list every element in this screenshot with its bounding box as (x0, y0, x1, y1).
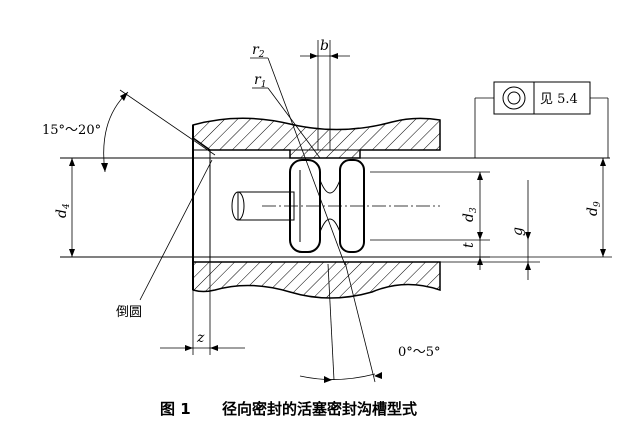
angle-top-leg (119, 89, 216, 156)
r1-label: r1 (254, 72, 266, 90)
r2-leader (267, 57, 346, 266)
d4-arrow-top (69, 158, 75, 166)
lower-wall-section (192, 261, 441, 299)
angle-bottom-arc (299, 373, 376, 380)
g-arrow-top (525, 232, 531, 240)
rod-end (231, 191, 245, 221)
d9-arrow-bottom (600, 249, 606, 257)
angle-top-arrow-a (120, 92, 128, 101)
see-ref-label: 见 5.4 (540, 92, 578, 107)
figure-number: 图 1 (160, 400, 191, 418)
z-arrow-left (185, 345, 193, 351)
angle-bottom-label: 0°～5° (398, 345, 441, 360)
angle-bottom-arrow-b (374, 372, 382, 379)
b-arrow-right (330, 53, 338, 59)
g-arrow-bottom (525, 262, 531, 270)
d3-arrow-bottom (477, 232, 483, 240)
figure-title: 径向密封的活塞密封沟槽型式 (222, 400, 417, 418)
b-label: b (320, 38, 329, 54)
d4-arrow-bottom (69, 249, 75, 257)
t-arrow (477, 257, 483, 265)
angle-top-arrow-b (101, 163, 108, 172)
d3-arrow-top (477, 172, 483, 180)
d9-arrow-top (600, 158, 606, 166)
tolerance-frame (493, 81, 591, 115)
r2-label: r2 (252, 42, 265, 60)
z-arrow-right (210, 345, 218, 351)
t-label: t (461, 242, 477, 248)
seal-web-bottom (319, 218, 341, 233)
cylindricity-icon-outer (502, 86, 526, 110)
d9-label: d9 (585, 201, 603, 216)
b-arrow-left (310, 53, 318, 59)
upper-wall-section (192, 117, 441, 159)
chamfer-label: 倒圆 (116, 305, 142, 320)
g-label: g (510, 227, 526, 236)
angle-top-label: 15°～20° (42, 123, 101, 138)
angle-top-arc (103, 91, 129, 173)
angle-bottom-arrow-a (324, 376, 332, 383)
cylindricity-icon-inner (507, 91, 521, 105)
angle-bottom-leg (344, 261, 376, 383)
r1-leader (267, 87, 321, 159)
d4-label: d4 (54, 203, 72, 218)
seal-web-top (319, 179, 341, 194)
z-label: z (196, 330, 205, 346)
angle-bottom-ref (327, 263, 335, 381)
d3-label: d3 (461, 207, 479, 222)
chamfer-leader (139, 159, 213, 301)
